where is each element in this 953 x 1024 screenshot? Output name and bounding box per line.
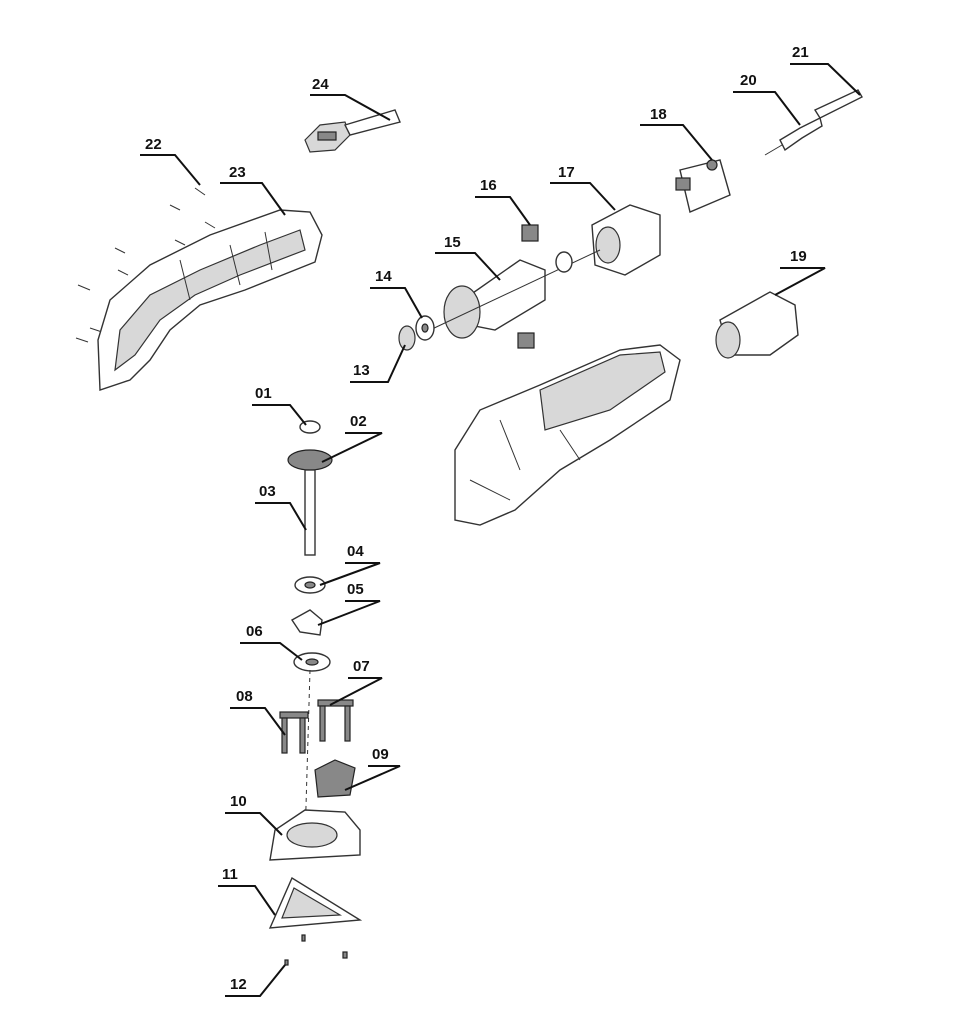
part-19-nose-cap [715, 291, 799, 359]
callouts: 24 22 23 21 20 18 16 17 15 19 14 13 01 0… [140, 44, 861, 997]
svg-text:06: 06 [246, 623, 263, 640]
callout-19: 19 [774, 248, 826, 296]
svg-text:23: 23 [229, 164, 246, 181]
part-18-switch [675, 159, 731, 213]
svg-text:09: 09 [372, 746, 389, 763]
callout-09: 09 [344, 746, 401, 791]
svg-text:12: 12 [230, 976, 247, 993]
part-11-sanding-plate [268, 876, 363, 929]
svg-text:02: 02 [350, 413, 367, 430]
part-17-stator [591, 204, 661, 276]
svg-text:15: 15 [444, 234, 461, 251]
callout-01: 01 [252, 385, 307, 426]
svg-text:24: 24 [312, 76, 329, 93]
callout-11: 11 [218, 866, 276, 916]
part-handle-housing-assembled [454, 344, 681, 526]
svg-text:16: 16 [480, 177, 497, 194]
callout-18: 18 [640, 106, 713, 161]
part-12-screws [284, 934, 348, 966]
part-23-housing-half [97, 209, 323, 391]
part-21-power-cord [813, 89, 863, 119]
callout-24: 24 [310, 76, 391, 121]
svg-text:20: 20 [740, 72, 757, 89]
callout-08: 08 [230, 688, 286, 736]
svg-text:03: 03 [259, 483, 276, 500]
callout-06: 06 [240, 623, 303, 661]
svg-text:05: 05 [347, 581, 364, 598]
part-01-to-06-drive-stack [287, 420, 333, 841]
part-09-rubber-pad [314, 759, 356, 798]
callout-17: 17 [550, 164, 616, 211]
callout-13: 13 [350, 344, 406, 383]
part-16-carbon-brush [517, 224, 539, 349]
part-14-bearing [415, 315, 435, 341]
callout-20: 20 [733, 72, 801, 126]
part-24-switch-slider [304, 109, 401, 153]
svg-text:21: 21 [792, 44, 809, 61]
part-20-cord-sleeve [764, 116, 823, 156]
svg-text:13: 13 [353, 362, 370, 379]
svg-text:18: 18 [650, 106, 667, 123]
svg-text:07: 07 [353, 658, 370, 675]
svg-text:22: 22 [145, 136, 162, 153]
callout-10: 10 [225, 793, 283, 836]
callout-15: 15 [435, 234, 501, 281]
callout-21: 21 [790, 44, 861, 96]
svg-text:01: 01 [255, 385, 272, 402]
svg-text:19: 19 [790, 248, 807, 265]
svg-text:17: 17 [558, 164, 575, 181]
svg-text:04: 04 [347, 543, 364, 560]
callout-14: 14 [370, 268, 423, 319]
part-07-08-holders [279, 699, 354, 754]
part-13-gear-pinion [398, 325, 416, 351]
part-10-sanding-base [269, 809, 361, 861]
svg-text:14: 14 [375, 268, 392, 285]
callout-22: 22 [140, 136, 201, 186]
callout-02: 02 [321, 413, 383, 463]
callout-04: 04 [319, 543, 381, 586]
svg-text:10: 10 [230, 793, 247, 810]
callout-05: 05 [317, 581, 381, 626]
callout-12: 12 [225, 964, 286, 997]
callout-07: 07 [329, 658, 383, 706]
callout-03: 03 [255, 483, 307, 531]
part-15-armature [429, 249, 601, 339]
part-22-screws [75, 187, 216, 343]
callout-16: 16 [475, 177, 531, 226]
svg-text:11: 11 [222, 866, 238, 883]
callout-23: 23 [220, 164, 286, 216]
svg-text:08: 08 [236, 688, 253, 705]
